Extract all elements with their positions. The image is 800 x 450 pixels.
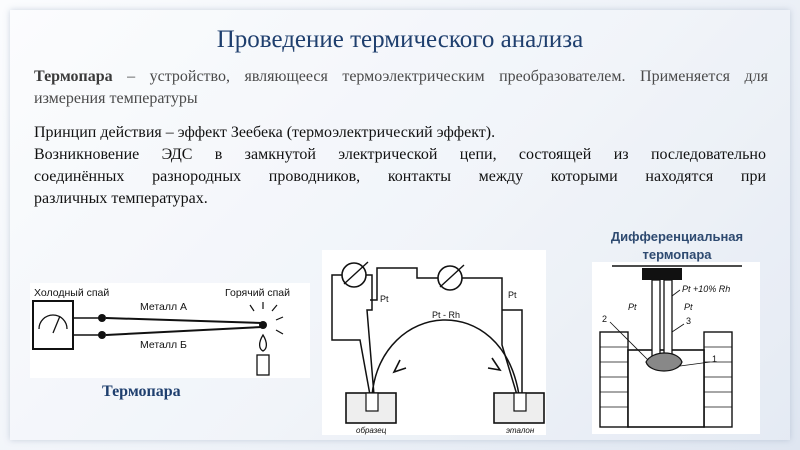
- pt-rh-label-right: Pt +10% Rh: [682, 284, 730, 294]
- slide-title: Проведение термического анализа: [216, 26, 584, 53]
- marker-3: 3: [686, 316, 691, 326]
- flow-arrow-right: [487, 357, 502, 372]
- principle-line-4: различных температурах.: [34, 190, 208, 207]
- meter-needle: [52, 315, 61, 334]
- thermocouple-caption: Термопара: [102, 383, 181, 400]
- marker-2: 2: [602, 314, 607, 324]
- cold-junction-label: Холодный спай: [34, 287, 109, 299]
- circuit-wires: [331, 267, 523, 396]
- principle-line-1: Принцип действия – эффект Зеебека (термо…: [34, 124, 496, 141]
- sample-label: образец: [356, 426, 387, 435]
- metal-b-label: Металл Б: [140, 339, 187, 351]
- metal-a-label: Металл А: [140, 301, 187, 313]
- leader-lines: [609, 289, 711, 367]
- rod-left: [651, 279, 661, 361]
- intro-paragraph: Термопара – устройство, являющееся термо…: [34, 66, 768, 110]
- hot-junction-label: Горячий спай: [225, 287, 290, 299]
- cold-junction-bottom: [98, 331, 106, 339]
- flow-arrow-left: [392, 359, 407, 374]
- dta-circuit-svg: Pt Pt Pt - Rh образец эталон: [331, 261, 545, 435]
- hot-junction: [259, 321, 267, 329]
- reference-cup: [513, 392, 527, 412]
- principle-line-2: Возникновение ЭДС в замкнутой электричес…: [34, 146, 766, 163]
- pt-right-label: Pt: [508, 290, 517, 300]
- furnace-right-wall: [703, 331, 733, 428]
- flame: [258, 333, 268, 352]
- differential-caption: Дифференциальная термопара: [592, 228, 762, 264]
- rod-right: [663, 279, 673, 361]
- metal-a-wire: [105, 317, 263, 324]
- sample-bead: [645, 352, 683, 372]
- candle: [256, 354, 270, 376]
- galvanometer-left-arrow: [343, 261, 369, 285]
- metal-b-wire: [105, 326, 263, 336]
- differential-thermocouple-svg: Pt +10% Rh Pt Pt 2 3 1: [599, 265, 742, 428]
- furnace-left-wall: [599, 331, 629, 428]
- pt-label-1: Pt: [628, 302, 637, 312]
- differential-thermocouple-diagram: Pt +10% Rh Pt Pt 2 3 1: [592, 262, 760, 434]
- intro-definition: – устройство, являющееся термоэлектричес…: [34, 68, 768, 107]
- intro-term: Термопара: [34, 68, 113, 85]
- dta-circuit-diagram: Pt Pt Pt - Rh образец эталон: [322, 250, 546, 435]
- pt-label-2: Pt: [684, 302, 693, 312]
- heat-rays: [249, 302, 284, 335]
- principle-paragraph: Принцип действия – эффект Зеебека (термо…: [34, 122, 766, 210]
- thermocouple-svg: Холодный спай Горячий спай Металл А Мета…: [32, 287, 290, 376]
- thermocouple-diagram: Холодный спай Горячий спай Металл А Мета…: [30, 283, 310, 378]
- marker-1: 1: [712, 354, 717, 364]
- differential-caption-line-1: Дифференциальная: [610, 229, 744, 244]
- pt-left-label: Pt: [380, 294, 389, 304]
- galvanometer-right-arrow: [439, 264, 465, 288]
- sample-cup: [365, 392, 379, 412]
- principle-line-3: соединённых разнородных проводников, кон…: [34, 168, 766, 185]
- pt-rh-label: Pt - Rh: [432, 310, 460, 320]
- holder-cap: [642, 268, 682, 280]
- reference-label: эталон: [506, 426, 535, 435]
- differential-caption-line-2: термопара: [642, 247, 712, 262]
- cold-junction-top: [98, 314, 106, 322]
- meter-scale: [38, 314, 68, 330]
